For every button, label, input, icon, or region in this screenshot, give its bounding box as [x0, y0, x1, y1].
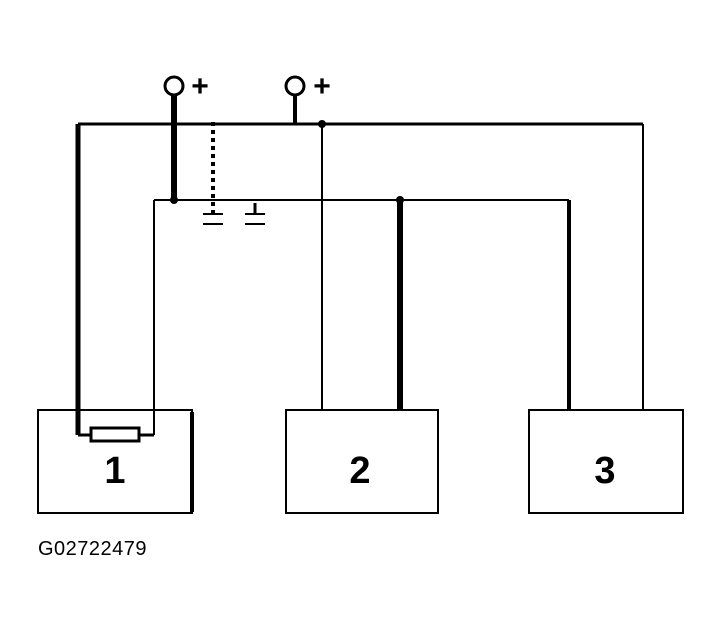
figure-id: G02722479	[38, 538, 148, 560]
ground-icon	[203, 213, 223, 225]
component-3: 3	[528, 409, 684, 514]
terminal-circle-icon	[284, 75, 306, 97]
terminal-1-plus-sign: +	[191, 70, 209, 103]
component-2-label: 2	[349, 450, 370, 492]
terminal-circle-icon	[163, 75, 185, 97]
junction-dot	[396, 196, 404, 204]
junction-dot	[170, 196, 178, 204]
terminal-2-plus-sign: +	[313, 70, 331, 103]
ground-icon	[245, 203, 265, 225]
positive-terminal-1: +	[163, 70, 209, 204]
junction-dot	[318, 120, 326, 128]
positive-terminal-2: +	[284, 70, 331, 124]
component-2: 2	[285, 409, 439, 514]
component-1-label: 1	[104, 450, 125, 492]
component-3-label: 3	[594, 450, 615, 492]
component-1: 1	[37, 409, 194, 514]
resistor-icon	[89, 426, 141, 443]
